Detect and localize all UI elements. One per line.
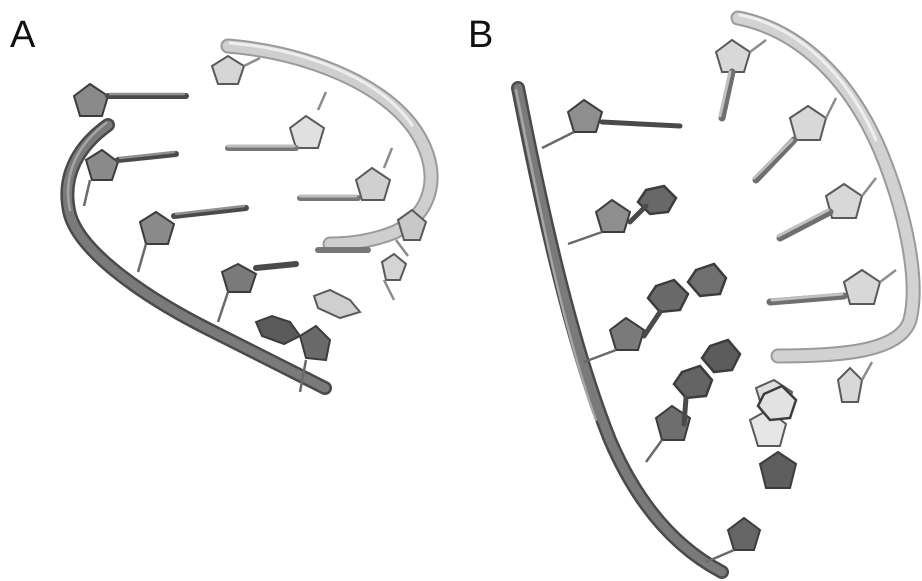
light-strand-base-bars [228,148,368,250]
light-strand-base-bars [722,72,844,302]
panel-a: A [0,0,460,581]
dark-strand-base-bars [602,122,686,424]
dark-strand-bases [568,100,796,550]
dark-strand-base-bars [108,96,296,268]
panel-b: B [460,0,922,581]
panel-b-structure [460,0,922,581]
panel-a-structure [0,0,460,581]
